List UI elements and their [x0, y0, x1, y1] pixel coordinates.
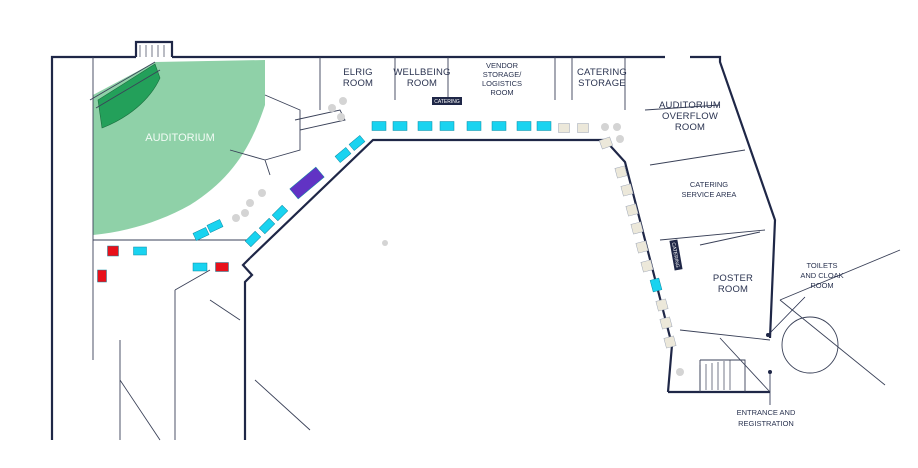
exhibitor-booth[interactable]	[614, 165, 628, 179]
exhibitor-booth[interactable]	[620, 183, 634, 197]
exhibitor-booth[interactable]	[206, 219, 224, 233]
exhibitor-booth[interactable]	[334, 147, 352, 163]
exhibitor-booth[interactable]	[649, 277, 663, 293]
exhibitor-booth[interactable]	[659, 316, 673, 330]
exhibitor-booth[interactable]	[577, 123, 589, 133]
interior-walls	[89, 57, 901, 441]
exhibitor-booth[interactable]	[371, 121, 387, 131]
auditorium-label: AUDITORIUM	[145, 132, 214, 144]
exhibitor-booth[interactable]	[466, 121, 482, 131]
exhibitor-booth[interactable]	[491, 121, 507, 131]
exhibitor-booth[interactable]	[417, 121, 433, 131]
catering-sign-top-label: CATERING	[434, 99, 460, 105]
exhibitor-booth[interactable]	[97, 269, 107, 283]
exhibitor-booth[interactable]	[244, 230, 262, 248]
exhibitor-booth[interactable]	[630, 221, 644, 235]
exhibitor-booth[interactable]	[516, 121, 532, 131]
exhibitor-booth[interactable]	[192, 227, 210, 241]
outer-walls	[50, 40, 777, 440]
auditorium-area[interactable]	[93, 60, 265, 235]
exhibitor-booth[interactable]	[536, 121, 552, 131]
exhibitor-booth[interactable]	[348, 135, 366, 151]
exhibitor-booth[interactable]	[107, 245, 119, 257]
exhibitor-booth[interactable]	[663, 335, 677, 349]
exhibitor-booth[interactable]	[625, 203, 639, 217]
exhibitor-booth[interactable]	[655, 298, 669, 312]
catering-sign-right	[669, 239, 683, 271]
exhibitor-booth[interactable]	[289, 166, 325, 200]
exhibitor-booth[interactable]	[439, 121, 455, 131]
pillars	[232, 97, 684, 376]
exhibitor-booth[interactable]	[598, 136, 614, 150]
exhibitor-booth[interactable]	[215, 262, 229, 272]
booths	[97, 121, 677, 349]
stairs	[139, 45, 731, 390]
catering-sign-right-label: CATERING	[670, 242, 680, 268]
exhibitor-booth[interactable]	[192, 262, 208, 272]
exhibitor-booth[interactable]	[558, 123, 570, 133]
exhibitor-booth[interactable]	[640, 259, 654, 273]
exhibitor-booth[interactable]	[392, 121, 408, 131]
auditorium-stage	[97, 63, 161, 129]
exhibitor-booth[interactable]	[635, 240, 649, 254]
exhibitor-booth[interactable]	[258, 217, 276, 235]
exhibitor-booth[interactable]	[271, 204, 289, 222]
exhibitor-booth[interactable]	[133, 246, 147, 256]
catering-sign-top	[432, 97, 462, 105]
